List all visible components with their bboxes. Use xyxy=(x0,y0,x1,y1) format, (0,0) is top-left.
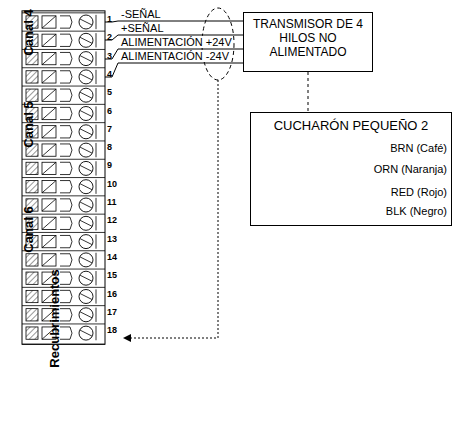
terminal-block xyxy=(22,11,105,344)
terminal-number: 9 xyxy=(107,160,112,170)
terminal-number: 2 xyxy=(107,32,112,42)
wire-color-label: ORN (Naranja) xyxy=(374,163,447,176)
signal-name: ALIMENTACIÓN +24V xyxy=(120,36,233,48)
channel-label: Recubrimientos xyxy=(47,269,62,367)
channel-label: Canal 4 xyxy=(21,9,36,55)
wire-color-label: RED (Rojo) xyxy=(391,186,447,199)
wire-color-label: BRN (Café) xyxy=(390,142,447,155)
wires xyxy=(105,21,243,77)
terminal-number: 5 xyxy=(107,87,112,97)
signal-name: -SEÑAL xyxy=(120,8,162,20)
terminal-number: 16 xyxy=(107,289,117,299)
dashed-connector xyxy=(308,72,309,112)
terminal-number: 13 xyxy=(107,234,117,244)
terminal-number: 11 xyxy=(107,197,117,207)
terminal-number: 10 xyxy=(107,179,117,189)
wire-color-label: BLK (Negro) xyxy=(386,205,447,218)
terminal-number: 15 xyxy=(107,270,117,280)
terminal-number: 17 xyxy=(107,307,117,317)
box-title: CUCHARÓN PEQUEÑO 2 xyxy=(251,113,451,133)
terminal-number: 3 xyxy=(107,51,112,61)
drain-wire xyxy=(124,80,218,338)
box-title: TRANSMISOR DE 4 HILOS NO ALIMENTADO xyxy=(244,13,372,63)
signal-name: +SEÑAL xyxy=(120,22,165,34)
terminal-number: 8 xyxy=(107,142,112,152)
terminal-number: 12 xyxy=(107,215,117,225)
terminal-number: 6 xyxy=(107,106,112,116)
terminal-number: 1 xyxy=(107,14,112,24)
signal-name: ALIMENTACIÓN -24V xyxy=(120,50,230,62)
transmitter-box: TRANSMISOR DE 4 HILOS NO ALIMENTADO xyxy=(243,12,373,72)
terminal-number: 18 xyxy=(107,325,117,335)
terminal-number: 14 xyxy=(107,252,117,262)
terminal-number: 7 xyxy=(107,124,112,134)
terminal-number: 4 xyxy=(107,69,112,79)
channel-label: Canal 5 xyxy=(21,101,36,147)
channel-label: Canal 6 xyxy=(21,206,36,252)
sensor-box: CUCHARÓN PEQUEÑO 2 BRN (Café) ORN (Naranja… xyxy=(250,112,452,226)
